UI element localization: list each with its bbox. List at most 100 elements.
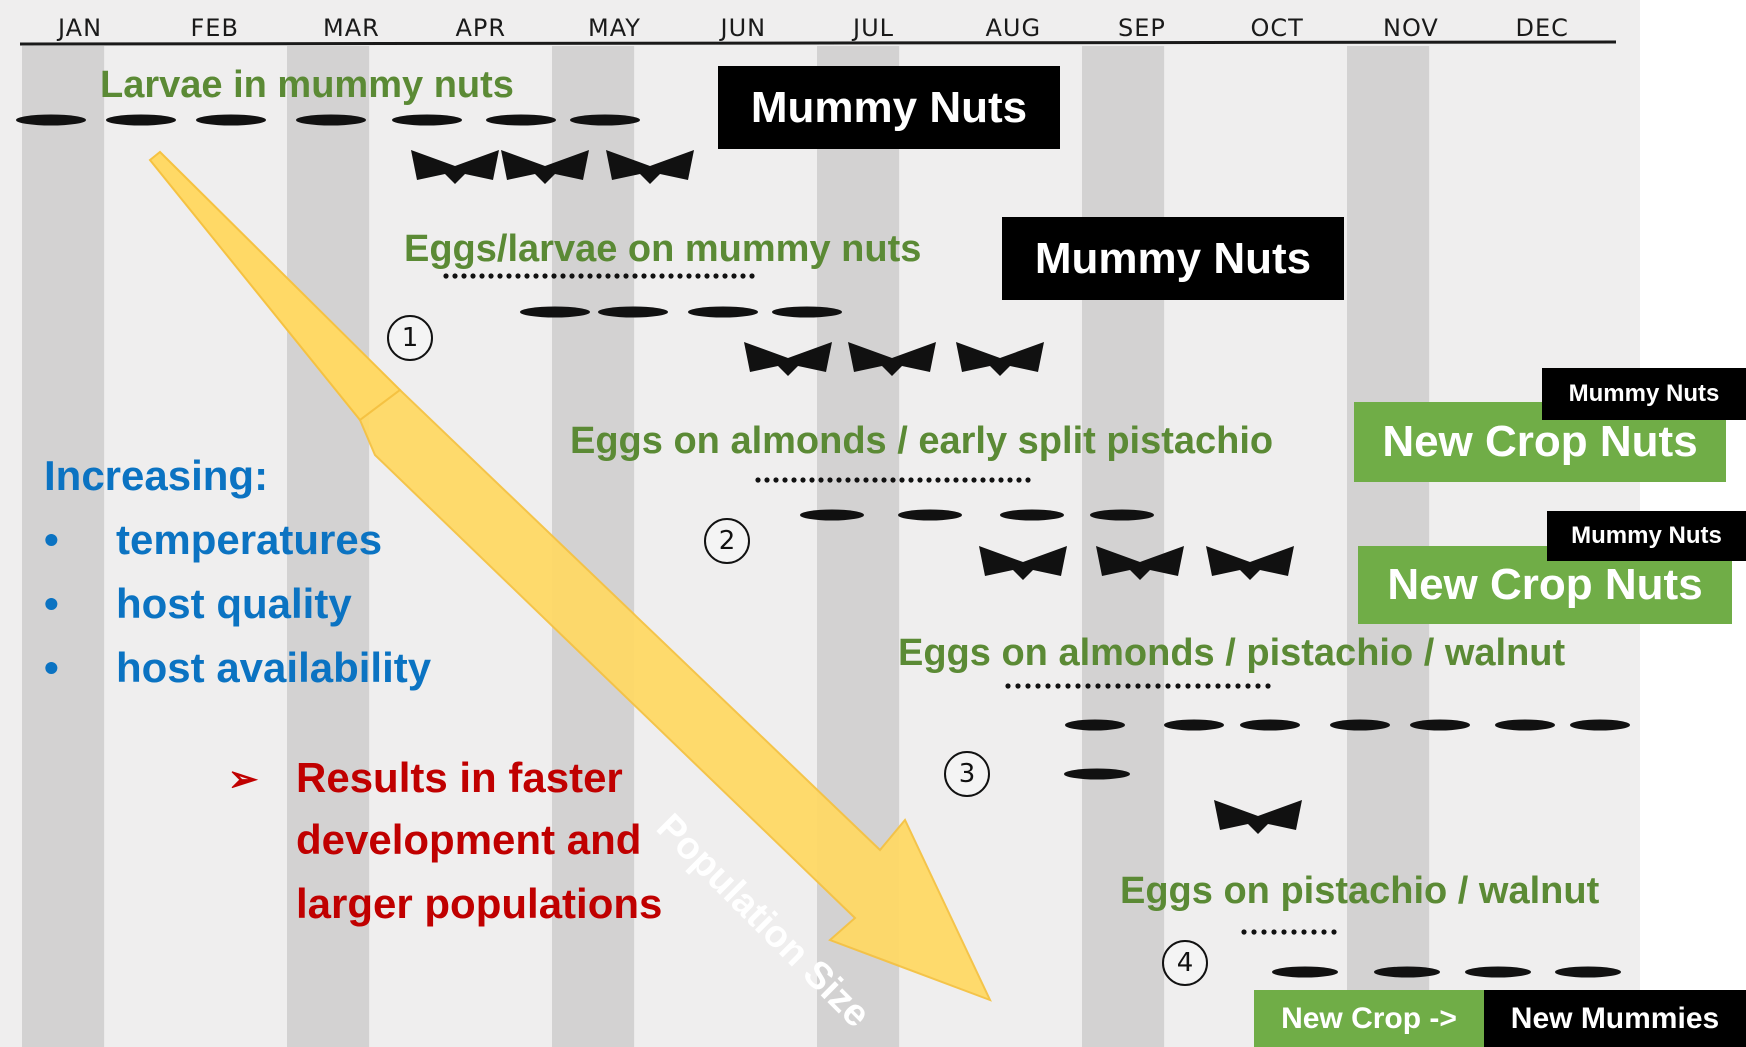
egg-mark — [749, 273, 754, 278]
egg-mark — [659, 273, 664, 278]
larva-mark — [1090, 510, 1154, 521]
egg-mark — [740, 273, 745, 278]
egg-mark — [1291, 929, 1296, 934]
badge-mummy-nuts-2: Mummy Nuts — [1002, 217, 1344, 300]
egg-mark — [773, 477, 778, 482]
larva-mark — [296, 115, 366, 126]
label-eggs-larvae-mummy-nuts: Eggs/larvae on mummy nuts — [404, 228, 921, 271]
egg-mark — [890, 477, 895, 482]
larva-mark — [1465, 967, 1531, 978]
larva-mark — [16, 115, 86, 126]
egg-mark — [461, 273, 466, 278]
egg-mark — [944, 477, 949, 482]
egg-mark — [578, 273, 583, 278]
egg-mark — [1145, 683, 1150, 688]
egg-mark — [1185, 683, 1190, 688]
larva-mark — [772, 307, 842, 318]
month-label-jan: JAN — [58, 14, 102, 42]
larva-mark — [1272, 967, 1338, 978]
result-line-3: larger populations — [296, 880, 662, 928]
larva-mark — [486, 115, 556, 126]
factors-heading: Increasing: — [44, 452, 268, 500]
badge-new-mummies: New Mummies — [1484, 990, 1746, 1047]
egg-mark — [1085, 683, 1090, 688]
egg-mark — [917, 477, 922, 482]
generation-4-marker: 4 — [1162, 940, 1208, 986]
egg-mark — [1245, 683, 1250, 688]
egg-mark — [926, 477, 931, 482]
bullet-icon: • — [44, 644, 116, 692]
egg-mark — [686, 273, 691, 278]
egg-mark — [1025, 477, 1030, 482]
egg-mark — [1235, 683, 1240, 688]
larva-mark — [392, 115, 462, 126]
egg-mark — [1075, 683, 1080, 688]
egg-mark — [908, 477, 913, 482]
egg-mark — [1125, 683, 1130, 688]
egg-mark — [533, 273, 538, 278]
factor-label: temperatures — [116, 516, 382, 564]
egg-mark — [827, 477, 832, 482]
larva-mark — [1064, 769, 1130, 780]
egg-mark — [998, 477, 1003, 482]
egg-mark — [1281, 929, 1286, 934]
month-label-sep: SEP — [1118, 14, 1166, 42]
egg-mark — [596, 273, 601, 278]
month-label-jun: JUN — [721, 14, 767, 42]
egg-mark — [497, 273, 502, 278]
egg-mark — [704, 273, 709, 278]
egg-mark — [1265, 683, 1270, 688]
larva-mark — [1495, 720, 1555, 731]
egg-mark — [695, 273, 700, 278]
egg-mark — [854, 477, 859, 482]
month-label-aug: AUG — [986, 14, 1042, 42]
egg-mark — [755, 477, 760, 482]
larva-mark — [196, 115, 266, 126]
egg-mark — [488, 273, 493, 278]
larva-mark — [520, 307, 590, 318]
badge-new-crop-arrow: New Crop -> — [1254, 990, 1484, 1047]
egg-mark — [1135, 683, 1140, 688]
month-label-oct: OCT — [1251, 14, 1304, 42]
egg-mark — [668, 273, 673, 278]
egg-mark — [1045, 683, 1050, 688]
larva-mark — [1240, 720, 1300, 731]
egg-mark — [506, 273, 511, 278]
egg-mark — [1095, 683, 1100, 688]
label-larvae-in-mummy-nuts: Larvae in mummy nuts — [100, 64, 514, 107]
label-eggs-on-almonds-early-split: Eggs on almonds / early split pistachio — [570, 420, 1273, 463]
egg-mark — [524, 273, 529, 278]
egg-mark — [962, 477, 967, 482]
egg-mark — [1251, 929, 1256, 934]
egg-mark — [818, 477, 823, 482]
egg-mark — [971, 477, 976, 482]
larva-mark — [1000, 510, 1064, 521]
larva-mark — [106, 115, 176, 126]
larva-mark — [1164, 720, 1224, 731]
label-eggs-on-almonds-pistachio-walnut: Eggs on almonds / pistachio / walnut — [898, 632, 1565, 675]
egg-mark — [1105, 683, 1110, 688]
egg-mark — [1311, 929, 1316, 934]
egg-mark — [722, 273, 727, 278]
generation-4-number: 4 — [1177, 948, 1194, 978]
month-label-feb: FEB — [191, 14, 239, 42]
egg-mark — [542, 273, 547, 278]
larva-mark — [1065, 720, 1125, 731]
egg-mark — [1065, 683, 1070, 688]
egg-mark — [677, 273, 682, 278]
bullet-icon: • — [44, 516, 116, 564]
generation-1-number: 1 — [402, 323, 419, 353]
larva-mark — [598, 307, 668, 318]
egg-mark — [587, 273, 592, 278]
larva-mark — [1555, 967, 1621, 978]
egg-mark — [443, 273, 448, 278]
egg-mark — [650, 273, 655, 278]
egg-mark — [470, 273, 475, 278]
badge-mummy-nuts-1: Mummy Nuts — [718, 66, 1060, 149]
egg-mark — [1331, 929, 1336, 934]
egg-mark — [560, 273, 565, 278]
egg-mark — [1301, 929, 1306, 934]
generation-2-marker: 2 — [704, 518, 750, 564]
egg-mark — [872, 477, 877, 482]
egg-mark — [836, 477, 841, 482]
